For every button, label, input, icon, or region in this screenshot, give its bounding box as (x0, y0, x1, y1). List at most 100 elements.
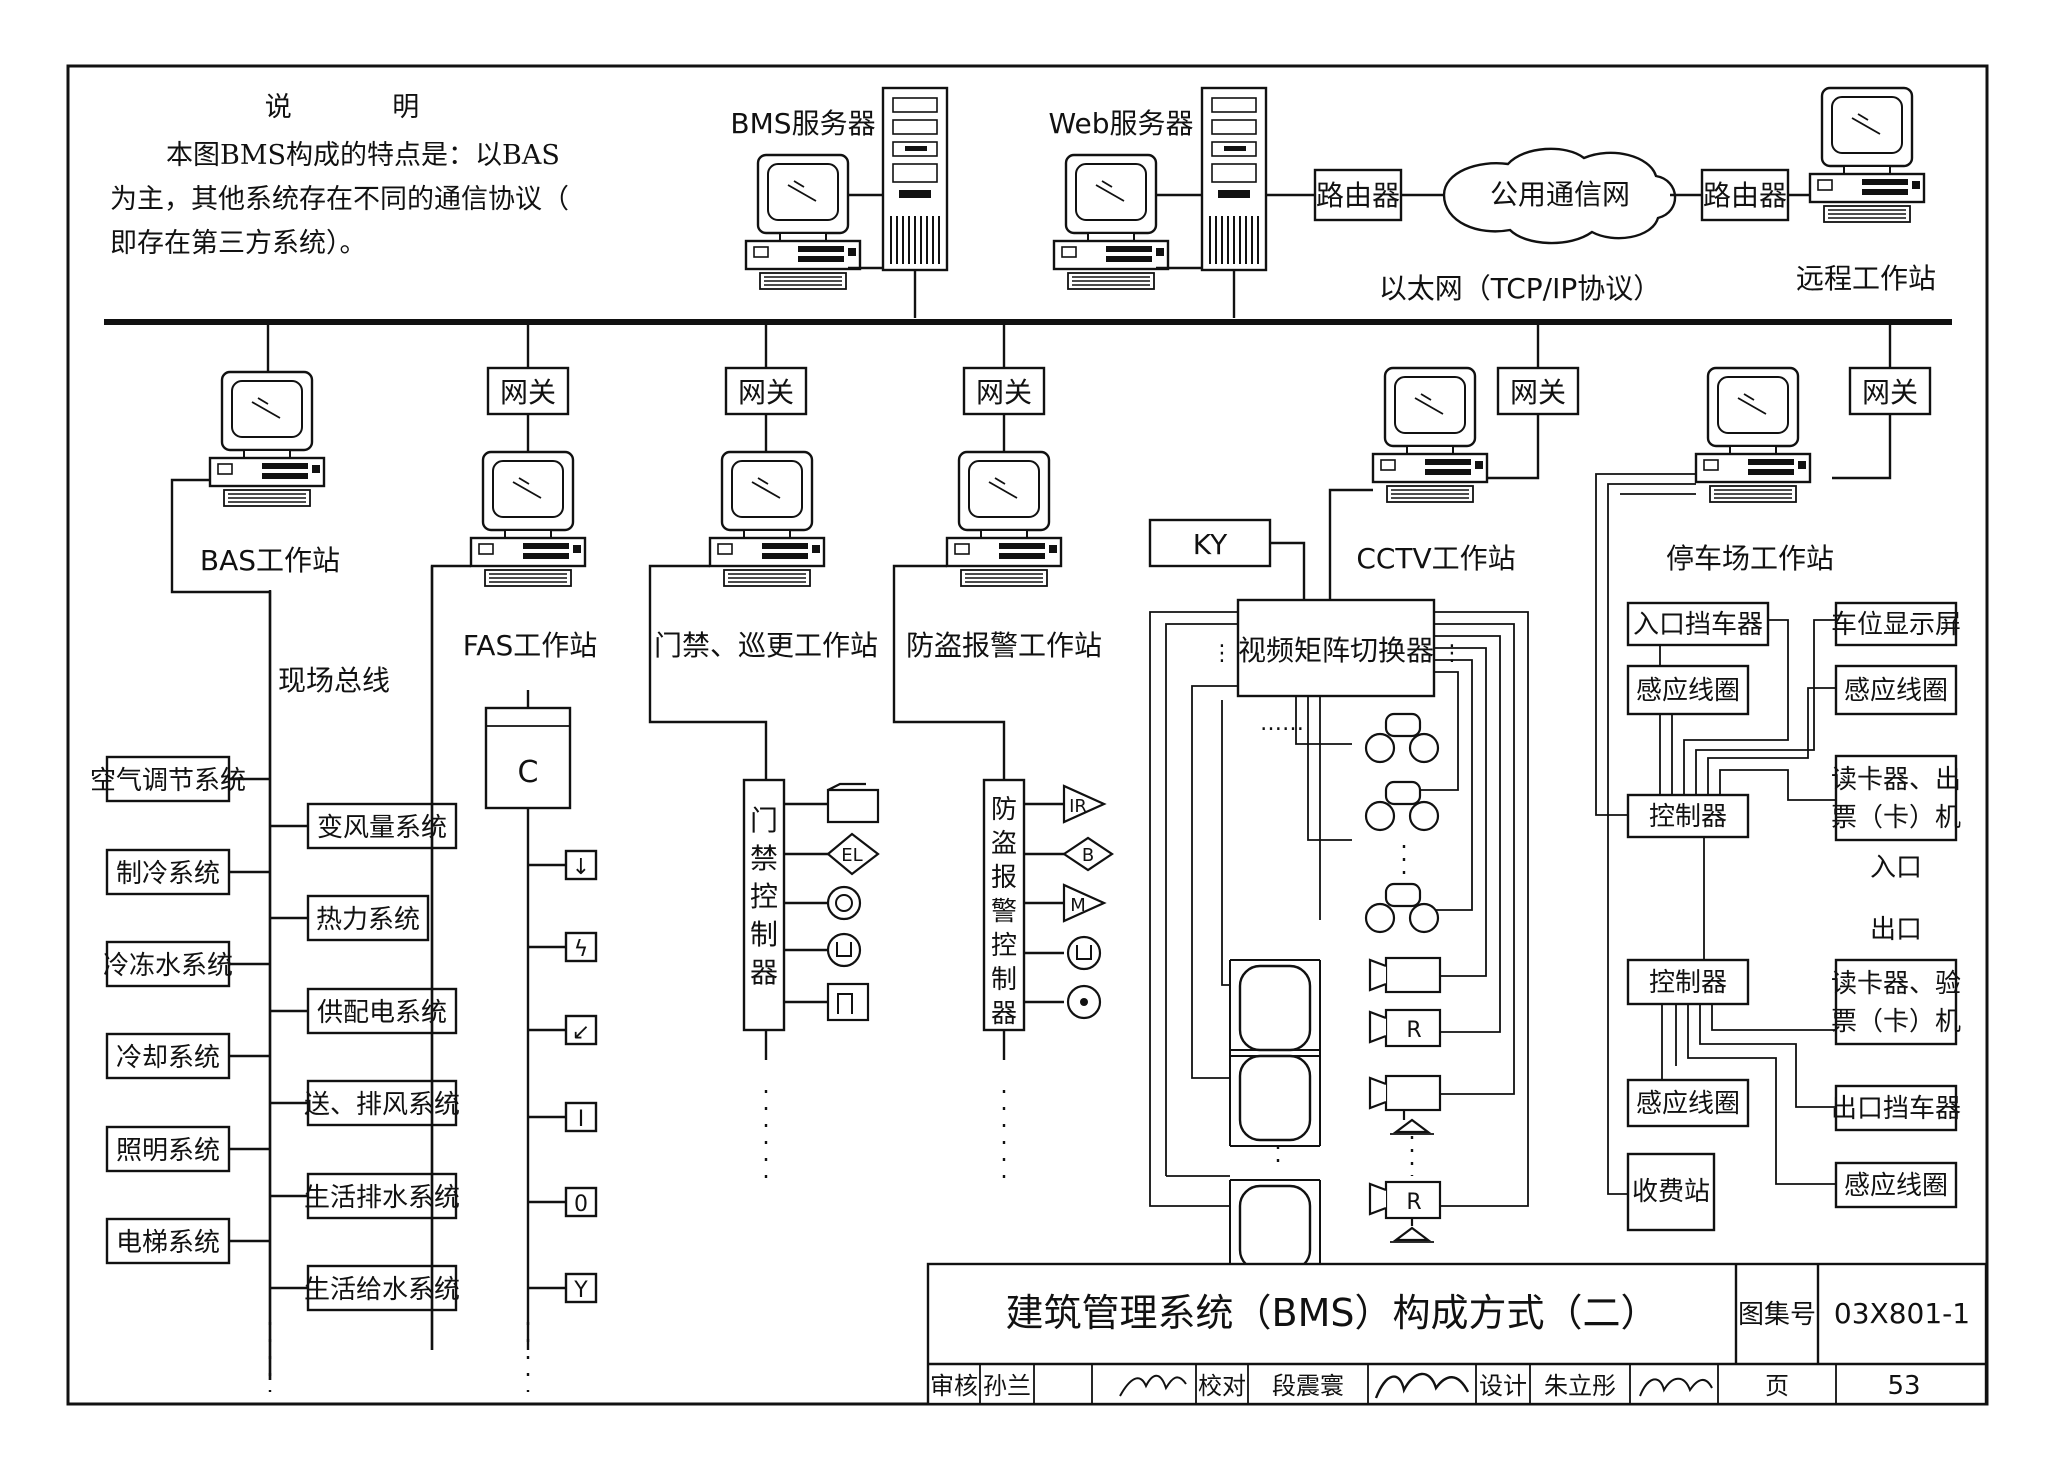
exit-controller-label: 控制器 (1649, 968, 1727, 998)
alarm-ws-label: 防盗报警工作站 (906, 629, 1102, 662)
alarm-workstation (945, 450, 1063, 588)
router-left-label: 路由器 (1316, 179, 1400, 212)
cctv-gateway-label: 网关 (1510, 376, 1566, 409)
access-devices (826, 782, 880, 1022)
camera-r-bottom (1368, 1180, 1442, 1220)
public-network-cloud (1442, 147, 1677, 245)
access-ws-label: 门禁、巡更工作站 (654, 629, 878, 662)
remote-workstation (1808, 86, 1926, 224)
checker-signature (1374, 1372, 1470, 1399)
title-block (926, 1262, 1988, 1406)
cctv-recorders (1364, 712, 1440, 934)
fas-ws-label: FAS工作站 (463, 629, 597, 662)
field-bus-label: 现场总线 (278, 664, 390, 697)
bms-server (744, 86, 949, 318)
bas-right-system-1: 热力系统 (316, 905, 420, 935)
video-matrix-label: 视频矩阵切换器 (1238, 634, 1434, 667)
entry-card-reader (1834, 754, 1958, 842)
exit-card-reader-label: 读卡器、验票（卡）机 (1831, 969, 1961, 1037)
bas-right-system-5: 生活给水系统 (304, 1275, 460, 1305)
bas-ws-label: BAS工作站 (200, 544, 340, 577)
access-gateway-label: 网关 (738, 376, 794, 409)
fas-controller-label: C (518, 755, 539, 790)
design-label: 设计 (1479, 1372, 1527, 1400)
exit-loop-coil-right-label: 感应线圈 (1844, 1171, 1948, 1201)
notes-line-3: 即存在第三方系统）。 (110, 228, 367, 259)
fas-devices (564, 849, 598, 1304)
exit-controller (1626, 958, 1750, 1006)
ethernet-label: 以太网（TCP/IP协议） (1379, 272, 1661, 305)
toll-booth-label: 收费站 (1632, 1177, 1710, 1207)
alarm-gateway-label: 网关 (976, 376, 1032, 409)
access-gateway (724, 366, 808, 416)
camera-r-top (1368, 1008, 1442, 1048)
entry-loop-coil-right-label: 感应线圈 (1844, 676, 1948, 706)
notes-line-2: 为主，其他系统存在不同的通信协议（ (110, 184, 569, 215)
reviewer: 孙兰 (983, 1372, 1031, 1400)
fas-device-smoke-detector: ϟ (574, 937, 589, 962)
fas-device-flame-detector: ↙ (572, 1020, 590, 1045)
public-network-label: 公用通信网 (1490, 178, 1630, 211)
page-label: 页 (1765, 1372, 1789, 1400)
exit-card-reader (1834, 958, 1958, 1046)
checker: 段震寰 (1272, 1372, 1344, 1400)
fas-device-output-module: 0 (574, 1192, 588, 1217)
bas-system-box (105, 940, 231, 988)
notes-heading: 说 明 (264, 92, 466, 123)
bas-right-systems (270, 802, 458, 1312)
space-display-label: 车位显示屏 (1831, 610, 1961, 640)
router-left (1313, 168, 1403, 222)
cctv-cameras (1368, 956, 1442, 1243)
bas-left-system-3: 冷却系统 (116, 1043, 220, 1073)
atlas-no-label: 图集号 (1738, 1300, 1816, 1330)
parking-gateway-label: 网关 (1862, 376, 1918, 409)
exit-label: 出口 (1870, 915, 1922, 945)
exit-barrier (1834, 1084, 1958, 1132)
entry-loop-coil-right (1834, 664, 1958, 716)
fas-controller (484, 706, 572, 810)
cctv-ellipsis-left: ⋮ (1211, 641, 1233, 666)
cctv-workstation (1371, 366, 1489, 504)
alarm-controller (982, 778, 1026, 1032)
reviewer-signature (1119, 1374, 1187, 1397)
designer: 朱立彤 (1544, 1372, 1616, 1400)
bms-server-label: BMS服务器 (730, 107, 875, 140)
entry-card-reader-label: 读卡器、出票（卡）机 (1831, 765, 1961, 833)
bas-right-system-3: 送、排风系统 (304, 1090, 460, 1120)
alarm-m-label: M (1070, 895, 1086, 916)
entry-barrier-label: 入口挡车器 (1633, 610, 1763, 640)
router-right-label: 路由器 (1703, 179, 1787, 212)
fas-device-heat-detector: ↓ (572, 855, 590, 880)
bas-left-system-1: 制冷系统 (116, 859, 220, 889)
cctv-ky-label: KY (1193, 528, 1228, 561)
notes: 说 明 本图BMS构成的特点是：以BAS 为主，其他系统存在不同的通信协议（ 即… (110, 86, 580, 266)
bas-left-system-5: 电梯系统 (116, 1228, 220, 1258)
entry-label: 入口 (1870, 853, 1922, 883)
fas-gateway (486, 366, 570, 416)
exit-loop-coil-label: 感应线圈 (1636, 1089, 1740, 1119)
web-server (1052, 86, 1268, 318)
alarm-controller-label: 防盗报警控制器 (991, 795, 1017, 1029)
exit-barrier-label: 出口挡车器 (1831, 1094, 1961, 1124)
fas-device-input-module: I (578, 1107, 585, 1132)
access-controller (742, 778, 786, 1032)
camera-r-label-2: R (1406, 1190, 1421, 1215)
alarm-b-label: B (1082, 845, 1094, 866)
bas-right-system-0: 变风量系统 (317, 813, 447, 843)
web-server-label: Web服务器 (1048, 107, 1193, 140)
alarm-gateway (962, 366, 1046, 416)
exit-loop-coil (1626, 1078, 1750, 1128)
access-controller-label: 门禁控制器 (750, 804, 778, 989)
access-el-label: EL (841, 845, 862, 866)
parking-workstation (1694, 366, 1812, 504)
toll-booth (1626, 1152, 1716, 1232)
review-label: 审核 (930, 1372, 978, 1400)
video-matrix-switcher (1236, 598, 1436, 698)
bas-left-system-2: 冷冻水系统 (103, 951, 233, 981)
access-workstation (708, 450, 826, 588)
router-right (1700, 168, 1790, 222)
bas-system-box (105, 1125, 231, 1173)
bas-system-box (105, 1032, 231, 1080)
entry-controller-label: 控制器 (1649, 802, 1727, 832)
entry-loop-coil-left (1626, 664, 1750, 716)
